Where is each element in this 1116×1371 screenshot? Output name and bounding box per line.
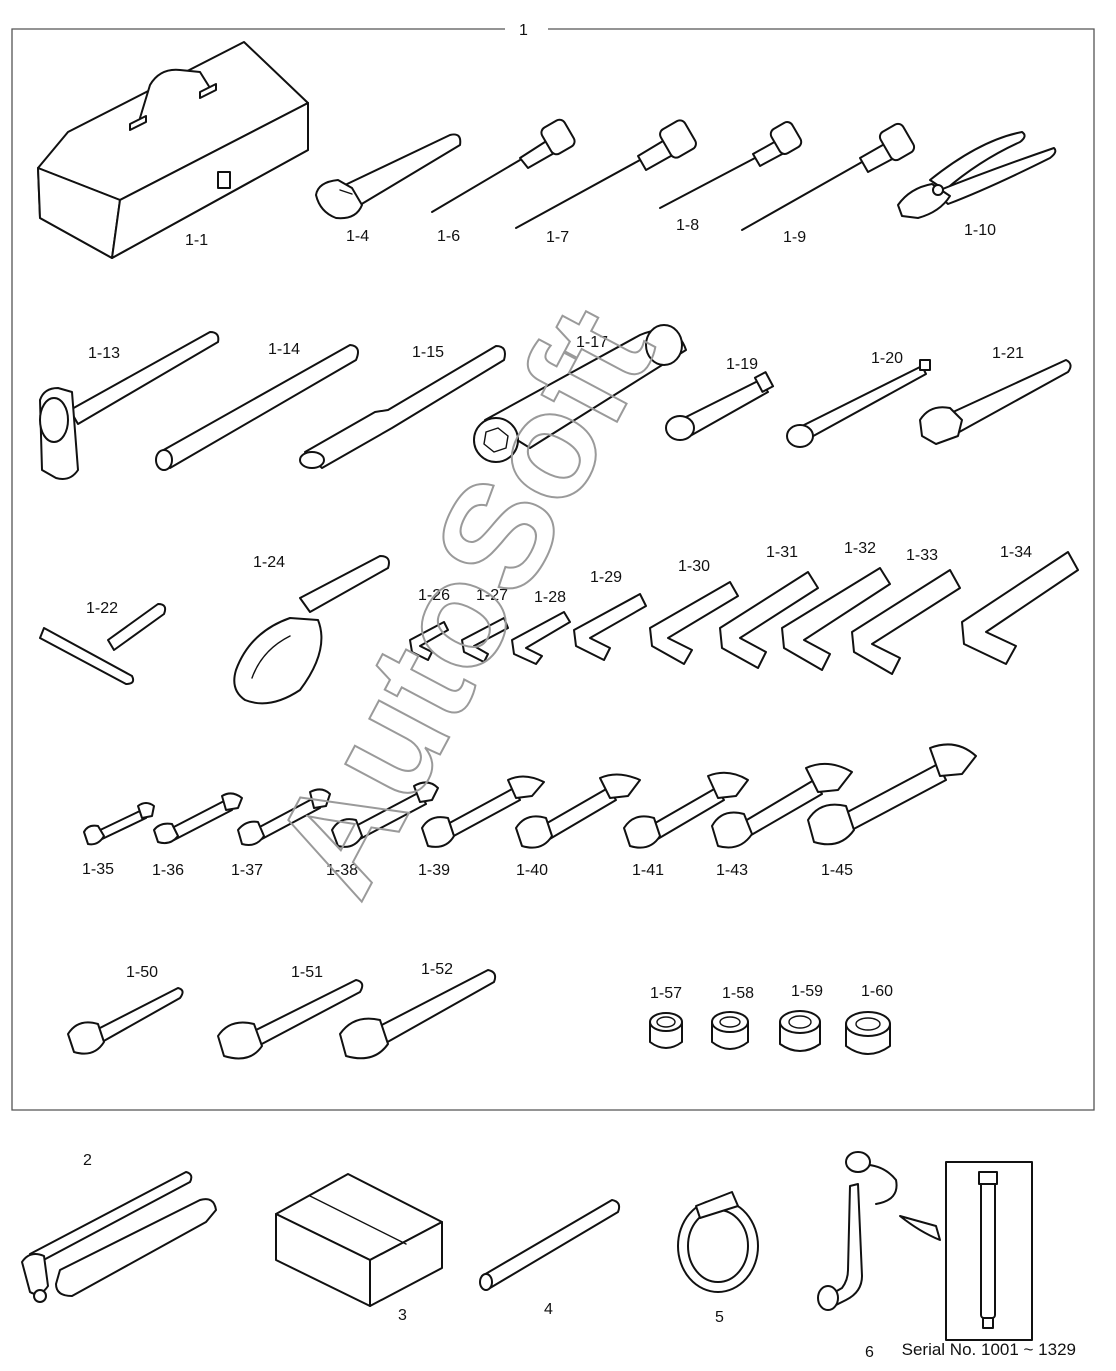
label-1-34: 1-34: [1000, 544, 1032, 561]
label-1-37: 1-37: [231, 862, 263, 879]
open-wrench-1-36: [153, 792, 243, 845]
hex-key-1-31: [719, 571, 819, 669]
label-1-20: 1-20: [871, 350, 903, 367]
kit-frame: [11, 28, 1095, 1111]
label-1-26: 1-26: [418, 587, 450, 604]
filter-wrench-1-24: [233, 555, 390, 705]
label-1-14: 1-14: [268, 341, 300, 358]
socket-1-57: [649, 1012, 683, 1049]
label-1-17: 1-17: [576, 334, 608, 351]
box-wrench-1-17: [473, 324, 687, 463]
label-6: 6: [865, 1344, 874, 1361]
screwdriver-1-7: [515, 119, 697, 229]
label-1-10: 1-10: [964, 222, 996, 239]
label-1-57: 1-57: [650, 985, 682, 1002]
label-1-1: 1-1: [185, 232, 208, 249]
label-1-60: 1-60: [861, 983, 893, 1000]
label-1-24: 1-24: [253, 554, 285, 571]
label-1-28: 1-28: [534, 589, 566, 606]
label-1-50: 1-50: [126, 964, 158, 981]
hammer-1-13: [39, 331, 220, 480]
serial-number-note: Serial No. 1001 ~ 1329: [901, 1340, 1076, 1359]
label-1-52: 1-52: [421, 961, 453, 978]
label-1-9: 1-9: [783, 229, 806, 246]
label-1-22: 1-22: [86, 600, 118, 617]
hex-key-1-28: [511, 611, 571, 665]
open-wrench-1-45: [807, 743, 977, 846]
label-1-29: 1-29: [590, 569, 622, 586]
label-1-32: 1-32: [844, 540, 876, 557]
open-wrench-1-50: [67, 987, 184, 1055]
pliers-1-10: [897, 131, 1057, 219]
open-wrench-1-43: [711, 762, 853, 849]
kit-label: 1: [519, 22, 528, 39]
label-1-36: 1-36: [152, 862, 184, 879]
label-4: 4: [544, 1301, 553, 1318]
label-1-35: 1-35: [82, 861, 114, 878]
label-5: 5: [715, 1309, 724, 1326]
label-1-33: 1-33: [906, 547, 938, 564]
hex-key-1-27: [461, 617, 509, 663]
open-wrench-1-51: [217, 979, 364, 1060]
bar-1-14: [155, 344, 359, 471]
open-wrench-1-39: [421, 775, 545, 848]
label-1-4: 1-4: [346, 228, 369, 245]
label-1-21: 1-21: [992, 345, 1024, 362]
extension-1-19: [665, 371, 775, 441]
label-2: 2: [83, 1152, 92, 1169]
hex-key-1-33: [851, 569, 961, 675]
open-wrench-1-35: [83, 802, 155, 846]
hex-key-1-34: [961, 551, 1079, 665]
screwdriver-1-6: [431, 118, 576, 213]
rod-4: [479, 1199, 621, 1291]
open-wrench-1-40: [515, 773, 641, 849]
t-wrench-1-22: [39, 603, 167, 685]
open-wrench-1-37: [237, 788, 331, 846]
inset-detail: [945, 1161, 1033, 1341]
hex-key-1-26: [409, 621, 449, 661]
toolbox-1-1: [37, 41, 309, 259]
hex-key-1-30: [649, 581, 739, 665]
label-1-27: 1-27: [476, 587, 508, 604]
grease-gun-2: [21, 1171, 217, 1303]
screwdriver-1-9: [741, 122, 916, 231]
label-1-30: 1-30: [678, 558, 710, 575]
label-1-6: 1-6: [437, 228, 460, 245]
label-1-8: 1-8: [676, 217, 699, 234]
pipe-tool-6: [817, 1151, 941, 1311]
adjustable-wrench-1-4: [315, 133, 462, 220]
socket-1-58: [711, 1011, 749, 1050]
hex-key-1-29: [573, 593, 647, 661]
flat-bar-1-15: [299, 345, 506, 469]
hex-key-1-32: [781, 567, 891, 671]
label-1-39: 1-39: [418, 862, 450, 879]
label-1-45: 1-45: [821, 862, 853, 879]
ratchet-1-21: [919, 359, 1072, 445]
open-wrench-1-52: [339, 969, 497, 1060]
label-1-7: 1-7: [546, 229, 569, 246]
label-1-43: 1-43: [716, 862, 748, 879]
label-1-15: 1-15: [412, 344, 444, 361]
label-1-41: 1-41: [632, 862, 664, 879]
long-extension-1-20: [786, 359, 931, 448]
screwdriver-1-8: [659, 121, 803, 209]
label-1-38: 1-38: [326, 862, 358, 879]
socket-1-60: [845, 1011, 891, 1055]
open-wrench-1-38: [331, 781, 439, 848]
label-1-58: 1-58: [722, 985, 754, 1002]
label-1-40: 1-40: [516, 862, 548, 879]
open-wrench-1-41: [623, 771, 749, 849]
parts-box-3: [275, 1173, 443, 1307]
label-1-31: 1-31: [766, 544, 798, 561]
label-3: 3: [398, 1307, 407, 1324]
socket-1-59: [779, 1010, 821, 1052]
hose-clamp-5: [677, 1191, 759, 1293]
label-1-19: 1-19: [726, 356, 758, 373]
label-1-59: 1-59: [791, 983, 823, 1000]
label-1-51: 1-51: [291, 964, 323, 981]
label-1-13: 1-13: [88, 345, 120, 362]
